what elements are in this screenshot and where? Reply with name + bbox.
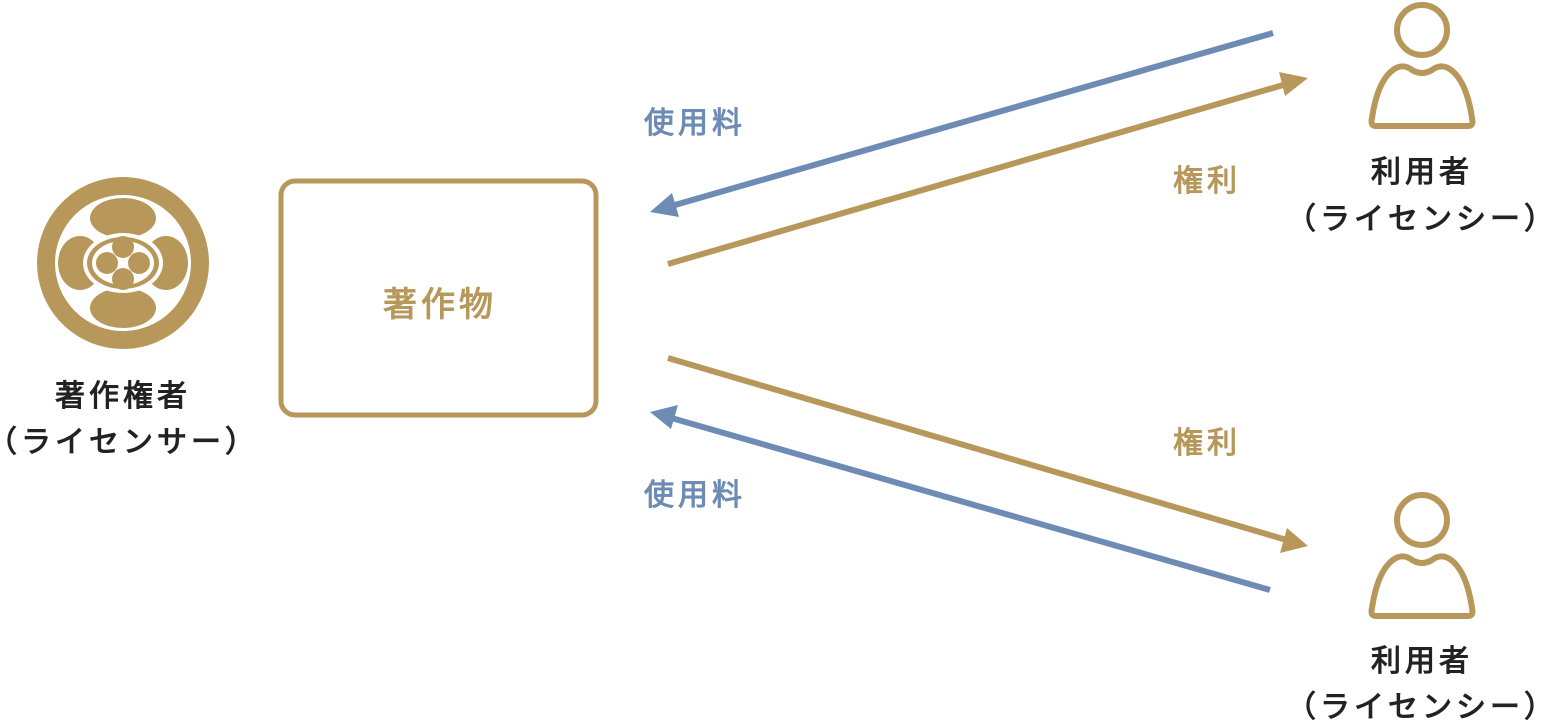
rights-label-bottom: 権利 (1173, 426, 1241, 461)
licensee-role: （ライセンシー） (1286, 202, 1546, 237)
fee-label-top: 使用料 (643, 106, 746, 141)
work-label: 著作物 (383, 285, 497, 325)
person-icon (1368, 492, 1476, 619)
fee-arrow-top (650, 30, 1274, 217)
rights-arrow-top (667, 72, 1308, 267)
work-box (278, 178, 599, 418)
licensee-role: （ライセンシー） (1286, 690, 1546, 724)
licensee-name: 利用者 (1371, 155, 1473, 190)
person-icon (1368, 2, 1476, 129)
fee-arrow-bottom (650, 405, 1271, 593)
family-crest-icon (37, 177, 209, 349)
rights-label-top: 権利 (1173, 164, 1241, 199)
rights-arrow-bottom (667, 355, 1308, 553)
licensor-role: （ライセンサー） (0, 425, 259, 460)
fee-label-bottom: 使用料 (643, 478, 746, 513)
licensor-name: 著作権者 (55, 379, 191, 414)
licensee-name: 利用者 (1371, 644, 1473, 679)
